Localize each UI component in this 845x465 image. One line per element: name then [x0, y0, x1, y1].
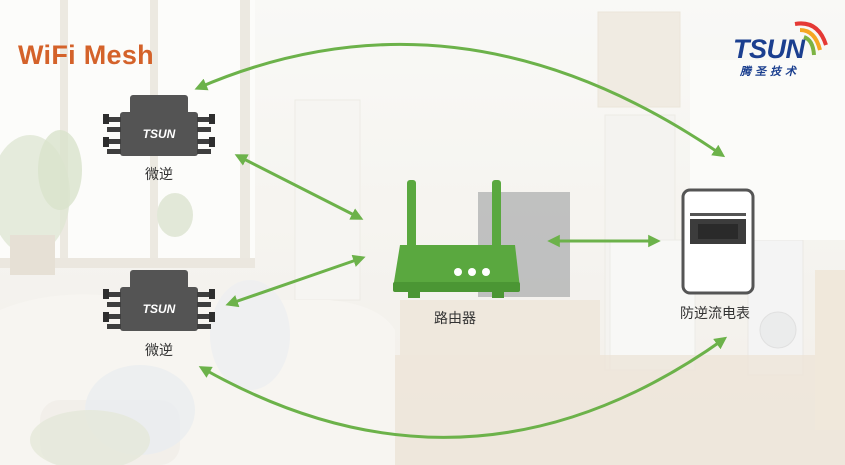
inverter-bottom-icon: TSUN	[103, 270, 215, 331]
arrow-inverter-top-to-router	[234, 154, 364, 220]
inverter-top-label: 微逆	[145, 167, 173, 183]
inverter-bottom-logo: TSUN	[143, 302, 176, 316]
brand-logo-subtitle: 腾圣技术	[740, 65, 800, 78]
inverter-bottom-label: 微逆	[145, 343, 173, 359]
page-title: WiFi Mesh	[18, 40, 154, 70]
router-icon	[393, 180, 520, 298]
brand-logo-arc	[794, 21, 828, 56]
arrow-inverter-top-to-meter	[194, 42, 726, 158]
router-label: 路由器	[434, 311, 476, 327]
inverter-top-icon: TSUN	[103, 95, 215, 156]
inverter-top-logo: TSUN	[143, 127, 176, 141]
arrow-inverter-bottom-to-meter	[198, 336, 728, 439]
arrow-inverter-bottom-to-router	[225, 254, 366, 308]
meter-label: 防逆流电表	[680, 306, 750, 322]
brand-logo: TSUN	[733, 34, 805, 64]
meter-icon	[681, 188, 755, 295]
connection-arrows	[194, 42, 728, 439]
